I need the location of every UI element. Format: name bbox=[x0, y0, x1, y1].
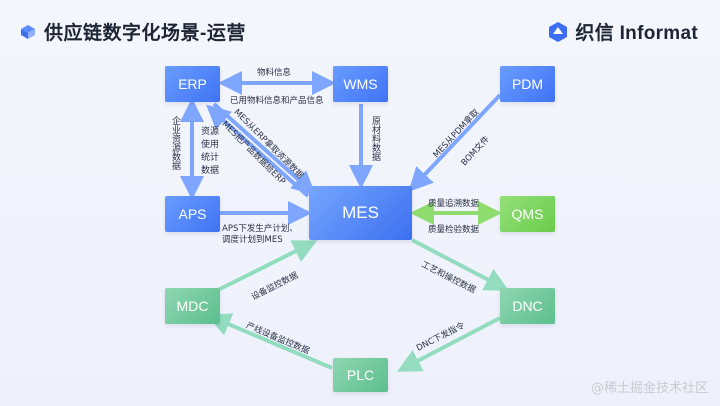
node-dnc-label: DNC bbox=[512, 298, 543, 314]
node-dnc[interactable]: DNC bbox=[500, 288, 555, 324]
dnc-plc-arrow bbox=[396, 316, 501, 372]
node-qms[interactable]: QMS bbox=[500, 196, 555, 232]
label-wms-mes: 原材料数据 bbox=[370, 116, 380, 161]
title-group: 供应链数字化场景-运营 bbox=[20, 18, 246, 45]
label-qms-top: 质量追溯数据 bbox=[428, 199, 480, 209]
cube-icon bbox=[21, 24, 35, 39]
label-erp-aps-right: 资源使用统计数据 bbox=[200, 127, 219, 176]
node-mdc[interactable]: MDC bbox=[165, 288, 220, 324]
node-wms[interactable]: WMS bbox=[333, 66, 388, 102]
plc-mdc-arrow bbox=[206, 313, 333, 370]
node-mdc-label: MDC bbox=[176, 298, 209, 314]
label-erp-wms-top: 物料信息 bbox=[257, 68, 292, 78]
node-aps-label: APS bbox=[178, 206, 207, 222]
node-erp[interactable]: ERP bbox=[165, 66, 220, 102]
mdc-mes-arrow bbox=[213, 240, 318, 294]
node-erp-label: ERP bbox=[178, 76, 207, 92]
node-plc[interactable]: PLC bbox=[333, 358, 388, 392]
pdm-mes-arrow bbox=[408, 93, 502, 192]
label-aps-mes-1: APS下发生产计划、 bbox=[222, 224, 298, 234]
node-qms-label: QMS bbox=[511, 206, 544, 222]
mes-dnc-arrow bbox=[411, 238, 510, 291]
mes-erp-arrow bbox=[206, 104, 310, 198]
node-aps[interactable]: APS bbox=[165, 196, 220, 232]
header: 供应链数字化场景-运营 织信 Informat bbox=[0, 0, 720, 60]
brand-name: 织信 Informat bbox=[575, 23, 698, 44]
page-title: 供应链数字化场景-运营 bbox=[44, 23, 246, 44]
label-erp-aps-left: 企业资源数据 bbox=[170, 116, 180, 170]
brand: 织信 Informat bbox=[547, 18, 698, 45]
node-pdm[interactable]: PDM bbox=[500, 66, 555, 102]
node-wms-label: WMS bbox=[343, 76, 378, 92]
label-aps-mes-2: 调度计划到MES bbox=[222, 235, 283, 245]
label-erp-wms-bottom: 已用物料信息和产品信息 bbox=[230, 96, 324, 106]
node-mes[interactable]: MES bbox=[309, 186, 412, 240]
label-qms-bottom: 质量检验数据 bbox=[428, 225, 480, 235]
label-erp-aps-right-group: 资源使用统计数据 bbox=[200, 126, 220, 178]
watermark: @稀土掘金技术社区 bbox=[590, 381, 708, 396]
node-pdm-label: PDM bbox=[511, 76, 544, 92]
brand-logo-icon bbox=[549, 21, 568, 42]
node-plc-label: PLC bbox=[346, 367, 375, 383]
node-mes-label: MES bbox=[342, 203, 379, 222]
